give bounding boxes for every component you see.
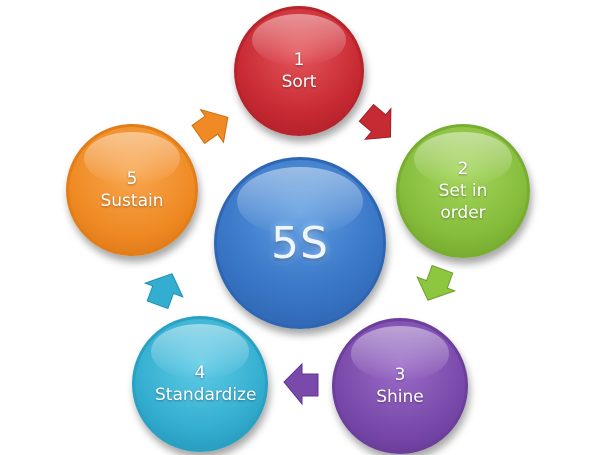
step-label: Sort: [281, 72, 317, 92]
step-shine-circle: 3 Shine: [332, 318, 468, 454]
step-sustain-circle: 5 Sustain: [66, 124, 198, 256]
step-number: 4: [194, 363, 206, 383]
step-label: Shine: [376, 387, 424, 407]
step-number: 3: [394, 365, 406, 385]
step-number: 5: [126, 169, 138, 189]
arrow-sort-to-set-in-order: [358, 103, 392, 140]
arrow-sustain-to-sort: [191, 108, 229, 145]
step-number: 2: [457, 159, 469, 179]
center-label: 5S: [271, 217, 329, 269]
step-standardize-circle: 4 Standardize: [132, 316, 268, 452]
arrow-standardize-to-sustain: [143, 273, 184, 310]
step-number: 1: [293, 50, 305, 70]
step-sort-circle: 1 Sort: [234, 6, 364, 136]
step-set-in-order-circle: 2 Set in order: [396, 124, 530, 258]
center-circle: 5S: [214, 157, 386, 329]
arrow-shine-to-standardize: [283, 362, 319, 406]
step-label: Standardize: [155, 385, 257, 405]
arrow-set-in-order-to-shine: [416, 264, 457, 301]
step-label: Sustain: [100, 191, 164, 211]
step-label: Set in order: [438, 181, 488, 223]
